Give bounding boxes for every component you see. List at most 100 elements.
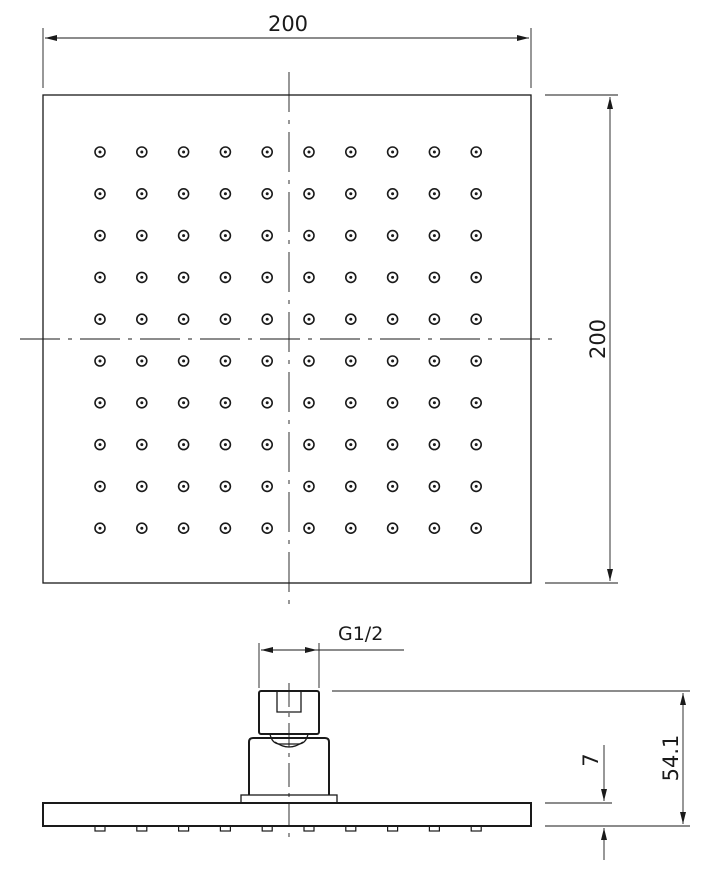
nozzle	[344, 438, 357, 451]
nozzle	[470, 313, 483, 326]
nozzle	[94, 480, 106, 493]
nozzle-ring	[219, 438, 232, 451]
nozzle	[261, 146, 274, 158]
nozzle-hole	[391, 359, 395, 363]
nozzle	[136, 355, 148, 367]
nozzle-ring	[428, 146, 441, 158]
nozzle-ring	[470, 438, 483, 451]
width-dimension: 200	[42, 12, 532, 88]
nozzle	[177, 396, 190, 409]
nozzle-ring	[470, 229, 483, 242]
nozzle-ring	[219, 188, 232, 200]
width-dimension-label: 200	[268, 12, 308, 36]
nozzle-hole	[432, 192, 436, 196]
nozzle-ring	[177, 146, 190, 158]
nozzle	[303, 480, 315, 493]
nozzle-ring	[428, 271, 441, 284]
nozzle-hole	[349, 234, 353, 238]
nozzle	[386, 396, 399, 409]
nozzle-hole	[432, 275, 436, 279]
nozzle-hole	[182, 401, 186, 405]
nozzle	[219, 355, 232, 367]
nozzle	[386, 313, 399, 326]
nozzle-hole	[182, 443, 186, 447]
nozzle-ring	[94, 522, 106, 535]
nozzle	[303, 188, 315, 200]
nozzle	[177, 355, 190, 367]
total-height-dimension-label: 54.1	[659, 735, 683, 782]
nozzle-ring	[177, 188, 190, 200]
nozzle-hole	[265, 275, 269, 279]
nozzle	[344, 188, 357, 200]
nozzle-ring	[386, 313, 399, 326]
nozzle-ring	[94, 438, 106, 451]
nozzle	[428, 438, 441, 451]
nozzle-hole	[474, 234, 478, 238]
nozzle-bump	[178, 825, 190, 832]
nozzle-ring	[219, 271, 232, 284]
nozzle-hole	[140, 401, 144, 405]
nozzle-bump	[94, 825, 106, 832]
nozzle-ring	[428, 396, 441, 409]
nozzle	[470, 438, 483, 451]
nozzle-ring	[136, 396, 148, 409]
nozzle-ring	[94, 480, 106, 493]
nozzle-hole	[182, 234, 186, 238]
nozzle	[219, 480, 232, 493]
nozzle-hole	[432, 359, 436, 363]
thread-dimension-label: G1/2	[338, 623, 383, 645]
nozzle-ring	[470, 396, 483, 409]
nozzle	[303, 396, 315, 409]
nozzle-hole	[307, 401, 311, 405]
nozzle	[136, 396, 148, 409]
nozzle-hole	[140, 150, 144, 154]
plate-thickness-dimension: 7	[545, 745, 612, 860]
nozzle-hole	[265, 443, 269, 447]
nozzle-hole	[98, 484, 102, 488]
nozzle-ring	[344, 355, 357, 367]
nozzle	[386, 480, 399, 493]
nozzle-bump	[136, 825, 148, 832]
nozzle-ring	[470, 146, 483, 158]
nozzle-ring	[344, 229, 357, 242]
nozzle	[470, 229, 483, 242]
nozzle-ring	[428, 313, 441, 326]
nozzle	[344, 355, 357, 367]
nozzle-ring	[344, 438, 357, 451]
nozzle	[219, 146, 232, 158]
nozzle	[261, 396, 274, 409]
nozzle-ring	[386, 271, 399, 284]
nozzle-ring	[428, 229, 441, 242]
nozzle	[219, 396, 232, 409]
nozzle-ring	[470, 522, 483, 535]
nozzle-ring	[94, 271, 106, 284]
nozzle-bumps	[94, 825, 482, 832]
nozzle-ring	[344, 188, 357, 200]
nozzle	[386, 355, 399, 367]
nozzle-hole	[265, 526, 269, 530]
nozzle-ring	[386, 438, 399, 451]
thread-dimension: G1/2	[258, 623, 404, 688]
nozzle-ring	[428, 188, 441, 200]
nozzle-ring	[177, 313, 190, 326]
nut-flat-detail	[276, 691, 302, 713]
nozzle-bump	[219, 825, 231, 832]
nozzle-ring	[261, 313, 274, 326]
nozzle-hole	[223, 401, 227, 405]
nozzle-hole	[349, 275, 353, 279]
nozzle	[94, 522, 106, 535]
nozzle-ring	[261, 522, 274, 535]
nozzle	[136, 438, 148, 451]
nozzle	[261, 522, 274, 535]
nozzle	[428, 522, 441, 535]
nozzle-ring	[219, 229, 232, 242]
nozzle	[94, 438, 106, 451]
nozzle-hole	[432, 317, 436, 321]
nozzle	[386, 438, 399, 451]
nozzle-hole	[474, 443, 478, 447]
nozzle	[386, 229, 399, 242]
nozzle	[94, 146, 106, 158]
nozzle-bump	[470, 825, 482, 832]
nozzle-hole	[98, 234, 102, 238]
